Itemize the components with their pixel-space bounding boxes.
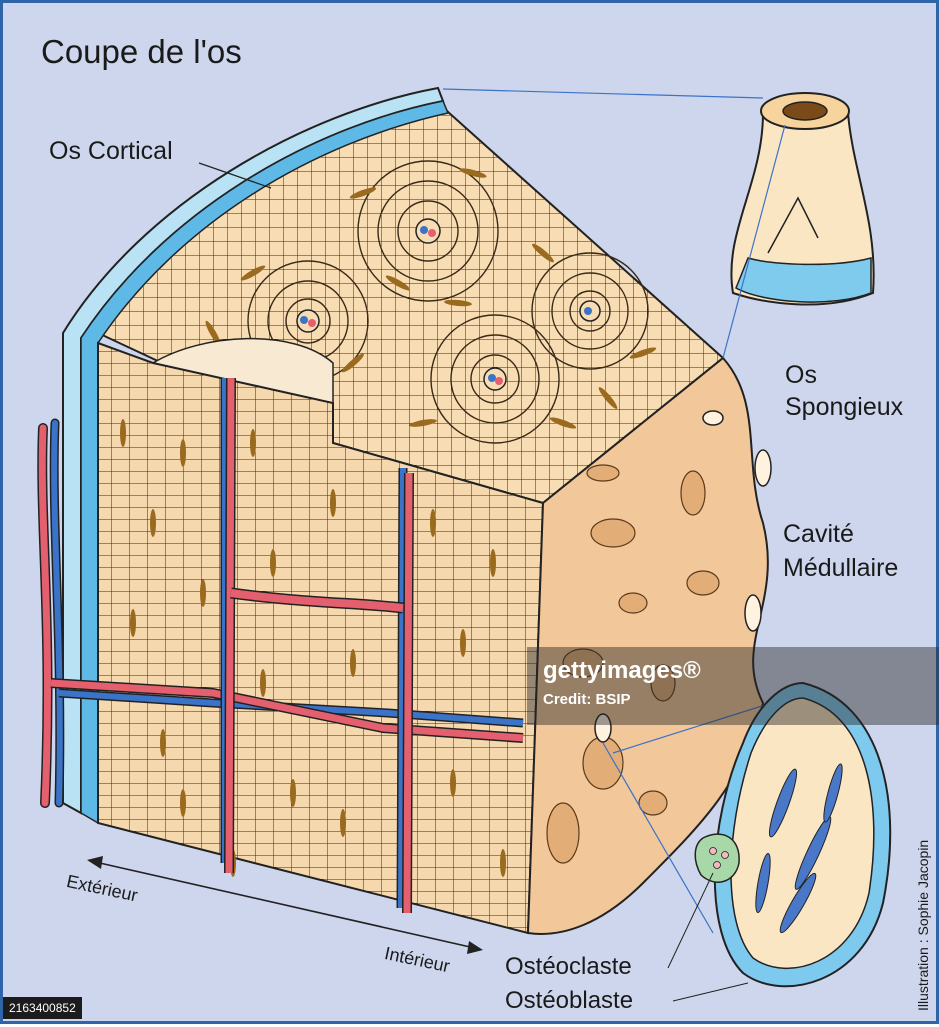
long-bone-inset: [730, 92, 875, 306]
osteoclast-cell: [694, 833, 740, 883]
direction-arrow: [87, 856, 483, 954]
blood-vessels: [37, 377, 524, 914]
label-os-cortical: Os Cortical: [49, 137, 173, 165]
watermark-brand: gettyimages®: [543, 657, 701, 684]
label-os-spongieux-line1: Os: [785, 361, 817, 389]
watermark-banner: gettyimages® Credit: BSIP: [527, 647, 939, 725]
cortical-front-face: [97, 341, 545, 935]
lacunae-top: [205, 168, 657, 429]
os-cortical-leader: [198, 162, 272, 189]
label-os-spongieux: Os Spongieux: [785, 359, 903, 423]
osteon-1: [357, 160, 499, 302]
label-cavite-line1: Cavité: [783, 520, 854, 548]
watermark-credit: Credit: BSIP: [543, 691, 631, 708]
trabecular-canals: [594, 410, 772, 743]
label-cavite-line2: Médullaire: [783, 554, 899, 582]
label-osteoblaste: Ostéoblaste: [505, 987, 634, 1014]
spongy-bone: [526, 356, 772, 935]
diagram-title: Coupe de l'os: [41, 33, 242, 70]
periosteum: [62, 86, 450, 825]
label-os-spongieux-line2: Spongieux: [785, 393, 904, 421]
bone-illustration: [37, 86, 892, 1002]
osteon-4: [430, 314, 560, 444]
label-osteoclaste: Ostéoclaste: [505, 953, 632, 980]
trabecula-inset: [667, 681, 892, 1002]
image-id-badge: 2163400852: [3, 997, 82, 1019]
osteon-3: [531, 252, 649, 370]
label-cavite-medullaire: Cavité Médullaire: [783, 517, 898, 585]
illustration-credit: Illustration : Sophie Jacopin: [915, 839, 931, 1011]
